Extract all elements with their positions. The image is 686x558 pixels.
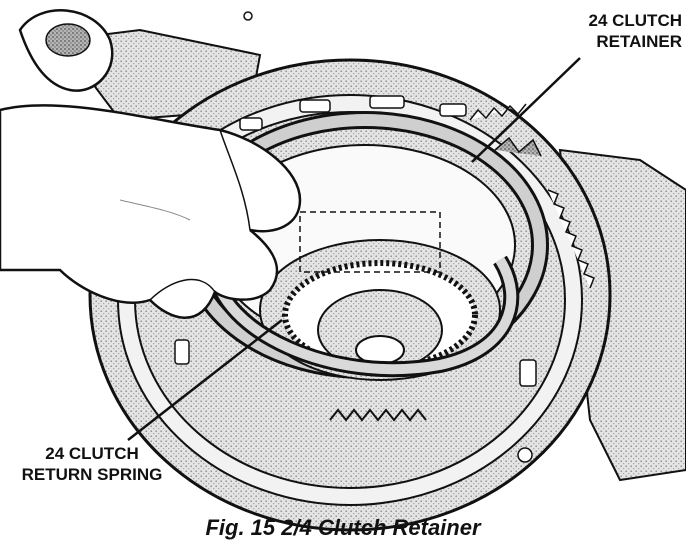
callout-retainer-line2: RETAINER	[596, 32, 682, 51]
callout-retainer-label: 24 CLUTCH RETAINER	[560, 10, 682, 52]
callout-retainer-line1: 24 CLUTCH	[588, 11, 682, 30]
spring-leader-line	[127, 319, 283, 441]
leader-lines	[127, 57, 581, 441]
callout-spring-line2: RETURN SPRING	[21, 465, 163, 484]
callout-spring-line1: 24 CLUTCH	[45, 444, 139, 463]
clutch-return-spring	[207, 255, 520, 378]
technician-hand	[0, 9, 302, 319]
retainer-leader-line	[471, 57, 581, 163]
figure-caption: Fig. 15 2/4 Clutch Retainer	[205, 515, 481, 540]
clutch-pack	[259, 211, 501, 422]
callout-spring-label: 24 CLUTCH RETURN SPRING	[4, 443, 180, 485]
outer-spline-teeth	[469, 103, 595, 289]
